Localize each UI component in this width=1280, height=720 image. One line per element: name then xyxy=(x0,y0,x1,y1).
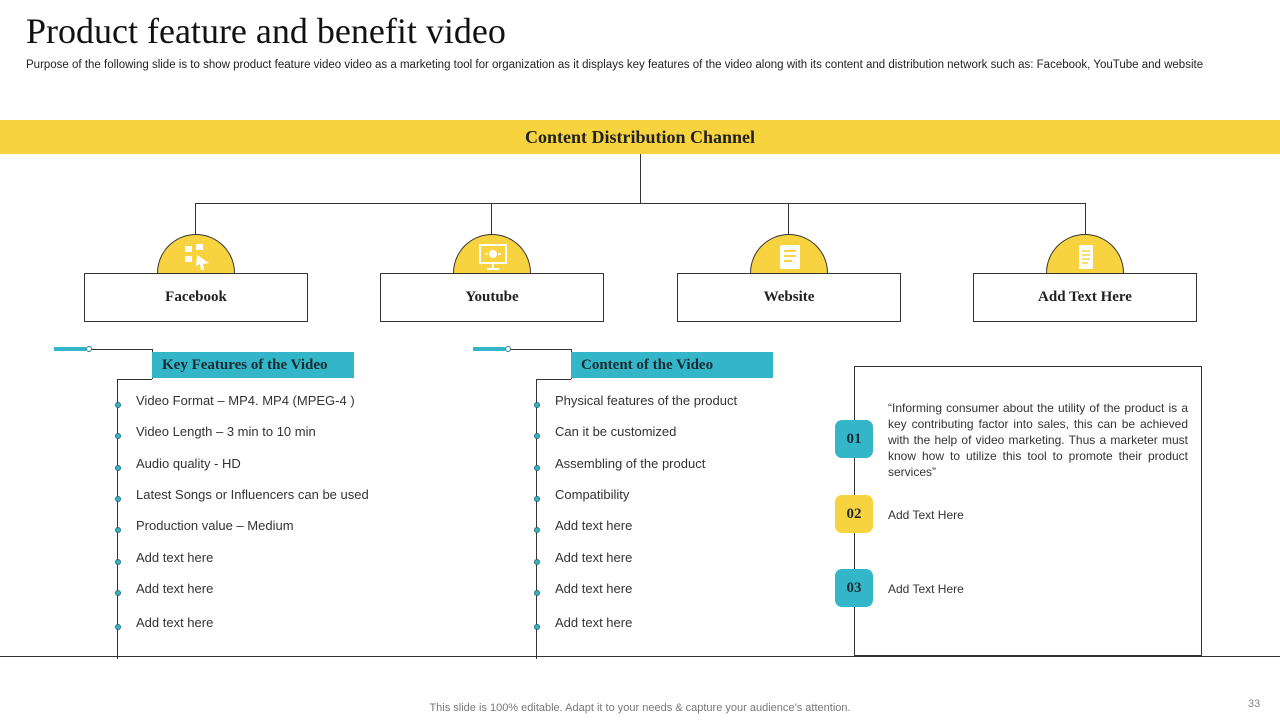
content-item: Compatibility xyxy=(555,487,630,502)
connector-drop-1 xyxy=(195,203,196,234)
content-bullet xyxy=(534,402,540,408)
content-item: Physical features of the product xyxy=(555,393,738,408)
key-features-item: Video Format – MP4. MP4 (MPEG-4 ) xyxy=(136,393,355,408)
content-item: Add text here xyxy=(555,581,633,596)
content-spine xyxy=(536,379,537,659)
connector-trunk xyxy=(640,154,641,203)
key-features-item: Video Length – 3 min to 10 min xyxy=(136,424,316,439)
key-features-item: Latest Songs or Influencers can be used xyxy=(136,487,369,502)
channel-dome-youtube xyxy=(453,234,531,273)
content-bullet xyxy=(534,624,540,630)
slide-title: Product feature and benefit video xyxy=(26,11,506,51)
footer-note: This slide is 100% editable. Adapt it to… xyxy=(429,702,851,714)
channel-dome-extra xyxy=(1046,234,1124,273)
key-features-item: Add text here xyxy=(136,550,214,565)
key-features-item: Production value – Medium xyxy=(136,518,294,533)
key-features-heading: Key Features of the Video xyxy=(152,352,354,378)
key-features-bullet xyxy=(115,433,121,439)
web-page-icon xyxy=(780,245,800,269)
content-heading: Content of the Video xyxy=(571,352,773,378)
content-accent-bar xyxy=(473,347,505,351)
channel-box-extra: Add Text Here xyxy=(973,273,1197,322)
content-item: Assembling of the product xyxy=(555,456,706,471)
key-features-accent-bar xyxy=(54,347,86,351)
connector-bus xyxy=(195,203,1086,204)
bottom-rule xyxy=(0,656,1280,657)
content-item: Can it be customized xyxy=(555,424,677,439)
channel-box-facebook: Facebook xyxy=(84,273,308,322)
connector-drop-2 xyxy=(491,203,492,234)
content-top-line xyxy=(505,349,571,350)
key-features-bullet xyxy=(115,527,121,533)
connector-drop-3 xyxy=(788,203,789,234)
content-bullet xyxy=(534,527,540,533)
content-item: Add text here xyxy=(555,518,633,533)
key-features-top-line xyxy=(86,349,152,350)
connector-drop-4 xyxy=(1085,203,1086,234)
badge-03: 03 xyxy=(835,569,873,607)
channel-box-website: Website xyxy=(677,273,901,322)
slide-subtitle: Purpose of the following slide is to sho… xyxy=(26,59,1204,71)
key-features-bullet xyxy=(115,559,121,565)
key-features-connector-h xyxy=(117,379,152,380)
content-bullet xyxy=(534,433,540,439)
channel-dome-facebook xyxy=(157,234,235,273)
content-bullet xyxy=(534,590,540,596)
badge-01: 01 xyxy=(835,420,873,458)
panel-text-01: “Informing consumer about the utility of… xyxy=(888,401,1188,479)
key-features-bullet xyxy=(115,624,121,630)
key-features-node xyxy=(86,346,92,352)
key-features-item: Add text here xyxy=(136,581,214,596)
content-connector-h xyxy=(536,379,571,380)
distribution-banner: Content Distribution Channel xyxy=(0,120,1280,154)
badge-02: 02 xyxy=(835,495,873,533)
channel-dome-website xyxy=(750,234,828,273)
banner-label: Content Distribution Channel xyxy=(524,127,756,147)
page-number: 33 xyxy=(1248,698,1261,710)
info-panel xyxy=(854,366,1202,656)
content-bullet xyxy=(534,465,540,471)
key-features-bullet xyxy=(115,402,121,408)
document-icon xyxy=(1079,245,1093,269)
panel-text-03: Add Text Here xyxy=(888,582,964,596)
content-bullet xyxy=(534,559,540,565)
content-item: Add text here xyxy=(555,550,633,565)
video-screen-icon xyxy=(479,244,507,270)
content-node xyxy=(505,346,511,352)
content-bullet xyxy=(534,496,540,502)
key-features-bullet xyxy=(115,590,121,596)
panel-text-02: Add Text Here xyxy=(888,508,964,522)
key-features-bullet xyxy=(115,496,121,502)
social-share-icon xyxy=(185,244,209,270)
channel-box-youtube: Youtube xyxy=(380,273,604,322)
content-item: Add text here xyxy=(555,615,633,630)
key-features-bullet xyxy=(115,465,121,471)
key-features-spine xyxy=(117,379,118,659)
key-features-item: Audio quality - HD xyxy=(136,456,241,471)
key-features-item: Add text here xyxy=(136,615,214,630)
